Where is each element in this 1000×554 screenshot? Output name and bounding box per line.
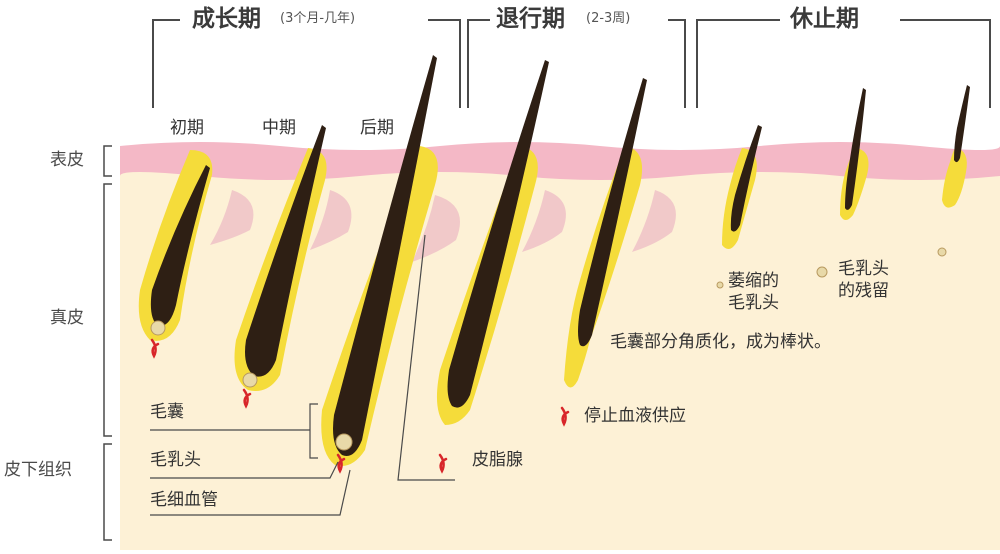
capillary — [560, 406, 570, 427]
annotation-stop-blood: 停止血液供应 — [584, 406, 686, 426]
bracket-dermis — [103, 183, 112, 437]
phase-catagen-title: 退行期 — [496, 6, 565, 32]
capillary — [150, 338, 160, 359]
phase-brackets — [152, 19, 991, 108]
capillaries — [150, 338, 570, 474]
phase-telogen-title: 休止期 — [790, 6, 859, 32]
papilla — [335, 433, 353, 451]
annotation-keratinized: 毛囊部分角质化，成为棒状。 — [610, 332, 831, 352]
annotation-papilla-shrink: 萎缩的 毛乳头 — [728, 271, 779, 314]
hair-shaft-telogen-3 — [954, 85, 970, 163]
stage-late: 后期 — [360, 118, 394, 138]
papilla — [242, 372, 258, 388]
leader-lines — [150, 234, 455, 516]
bracket-telogen-left — [696, 19, 780, 108]
hair-shaft-mid — [245, 125, 326, 377]
bracket-epidermis — [103, 145, 112, 177]
hair-shaft-telogen-1 — [730, 125, 762, 232]
hair-shaft-telogen-2 — [845, 88, 866, 210]
capillary — [438, 453, 448, 474]
layer-dermis-label: 真皮 — [50, 308, 84, 328]
papilla-remnant — [716, 281, 724, 289]
epidermis-layer — [120, 142, 1000, 180]
sebaceous-glands — [210, 190, 676, 262]
label-follicle: 毛囊 — [150, 402, 184, 422]
layer-epidermis-label: 表皮 — [50, 150, 84, 170]
hair-shaft-late — [333, 55, 437, 456]
label-sebaceous: 皮脂腺 — [472, 450, 523, 470]
stage-early: 初期 — [170, 118, 204, 138]
sebaceous-gland — [210, 190, 254, 245]
leader-papilla — [150, 461, 339, 479]
capillary — [242, 388, 252, 409]
papillae — [150, 247, 947, 451]
leader-follicle-bracket — [309, 403, 318, 459]
bracket-catagen-left — [467, 19, 490, 108]
phase-growth-title: 成长期 — [192, 6, 261, 32]
bracket-growth-right — [428, 19, 461, 108]
leader-capillary — [150, 469, 351, 516]
hair-shaft-catagen-1 — [447, 60, 549, 408]
bracket-telogen-right — [900, 19, 991, 108]
papilla-remnant — [937, 247, 947, 257]
phase-growth-duration: (3个月-几年) — [280, 11, 356, 26]
leader-sebaceous — [397, 234, 455, 481]
stage-mid: 中期 — [262, 118, 296, 138]
bracket-growth-left — [152, 19, 180, 108]
hair-shafts — [150, 55, 970, 456]
layer-subcutis-label: 皮下组织 — [4, 460, 72, 480]
sebaceous-gland — [310, 190, 352, 250]
annotation-papilla-remnant: 毛乳头 的残留 — [838, 259, 889, 302]
capillary — [336, 453, 346, 474]
bracket-subcutis — [103, 443, 112, 541]
sebaceous-gland — [522, 190, 566, 252]
label-capillary: 毛细血管 — [150, 490, 218, 510]
papilla-remnant — [816, 266, 828, 278]
papilla — [150, 320, 166, 336]
bracket-catagen-right — [668, 19, 686, 108]
phase-catagen-duration: (2-3周) — [586, 11, 631, 26]
sebaceous-gland — [632, 190, 676, 252]
follicle-telogen-3 — [942, 148, 967, 208]
layer-brackets — [103, 145, 112, 541]
label-papilla: 毛乳头 — [150, 450, 201, 470]
hair-shaft-early — [150, 165, 210, 327]
hair-shaft-catagen-2 — [578, 78, 647, 347]
